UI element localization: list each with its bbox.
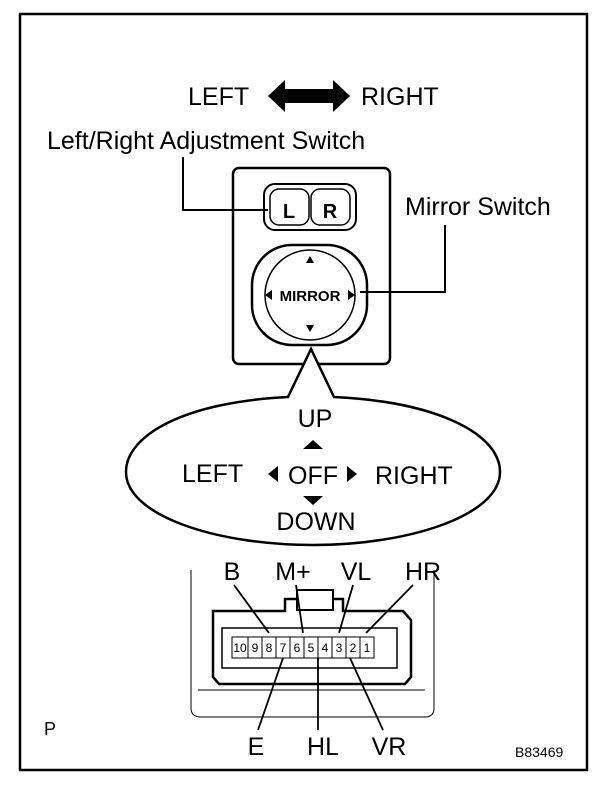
terminal-hr-label: HR xyxy=(405,558,441,586)
pin-number: 4 xyxy=(322,641,329,655)
lr-adjustment-switch[interactable]: L R xyxy=(263,183,357,231)
terminal-e-leader-line xyxy=(257,657,284,731)
l-key-label: L xyxy=(283,201,295,223)
double-arrow-icon xyxy=(268,80,350,112)
left-arrow-icon xyxy=(268,466,278,482)
terminal-vl-label: VL xyxy=(341,558,372,586)
connector-pin-cells xyxy=(231,636,375,659)
mirror-knob[interactable]: MIRROR xyxy=(250,243,369,347)
terminal-b-label: B xyxy=(224,558,241,586)
pin-number: 10 xyxy=(233,641,247,655)
adjustment-switch-leader-line xyxy=(182,157,268,211)
figure-code: B83469 xyxy=(515,744,563,760)
terminal-e-label: E xyxy=(248,733,265,761)
r-key-label: R xyxy=(323,201,338,223)
pin-number: 1 xyxy=(364,641,371,655)
side-marker-label: P xyxy=(44,719,56,739)
pin-number: 3 xyxy=(336,641,343,655)
mirror-switch-label: Mirror Switch xyxy=(405,193,551,221)
position-down-label: DOWN xyxy=(276,508,355,536)
connector-body-outline xyxy=(190,570,435,718)
pin-number: 8 xyxy=(266,641,273,655)
l-key[interactable] xyxy=(269,188,310,226)
terminal-b-leader-line xyxy=(233,584,270,634)
connector-latch xyxy=(296,589,334,611)
right-arrow-icon xyxy=(347,466,357,482)
down-arrow-icon xyxy=(303,496,323,505)
knob-left-arrow-icon xyxy=(265,290,272,300)
direction-right-label: RIGHT xyxy=(361,83,439,111)
up-arrow-icon xyxy=(303,440,323,449)
terminal-vr-leader-line xyxy=(349,657,384,731)
direction-left-label: LEFT xyxy=(188,83,249,111)
pin-number: 7 xyxy=(280,641,287,655)
terminal-vr-label: VR xyxy=(372,733,407,761)
terminal-hr-leader-line xyxy=(365,584,414,634)
connector-pin-numbers: 10 9 8 7 6 5 4 3 2 1 xyxy=(233,641,370,655)
knob-right-arrow-icon xyxy=(348,290,355,300)
terminal-vl-leader-line xyxy=(338,584,354,634)
knob-down-arrow-icon xyxy=(306,325,314,332)
pin-number: 6 xyxy=(294,641,301,655)
position-up-label: UP xyxy=(298,405,333,433)
terminal-m-plus-label: M+ xyxy=(275,558,310,586)
pin-cell xyxy=(359,636,375,659)
position-off-label: OFF xyxy=(288,462,338,490)
pin-number: 2 xyxy=(350,641,357,655)
r-key[interactable] xyxy=(310,188,351,226)
diagram-border xyxy=(18,12,589,772)
knob-up-arrow-icon xyxy=(306,256,314,263)
terminal-hl-label: HL xyxy=(307,733,339,761)
terminal-m-plus-leader-line xyxy=(295,584,304,634)
mirror-knob-label: MIRROR xyxy=(280,288,341,305)
adjustment-switch-label: Left/Right Adjustment Switch xyxy=(47,127,365,155)
position-right-label: RIGHT xyxy=(375,462,453,490)
position-left-label: LEFT xyxy=(182,460,243,488)
mirror-switch-leader-line xyxy=(360,225,446,293)
pin-number: 9 xyxy=(252,641,259,655)
pin-number: 5 xyxy=(308,641,315,655)
